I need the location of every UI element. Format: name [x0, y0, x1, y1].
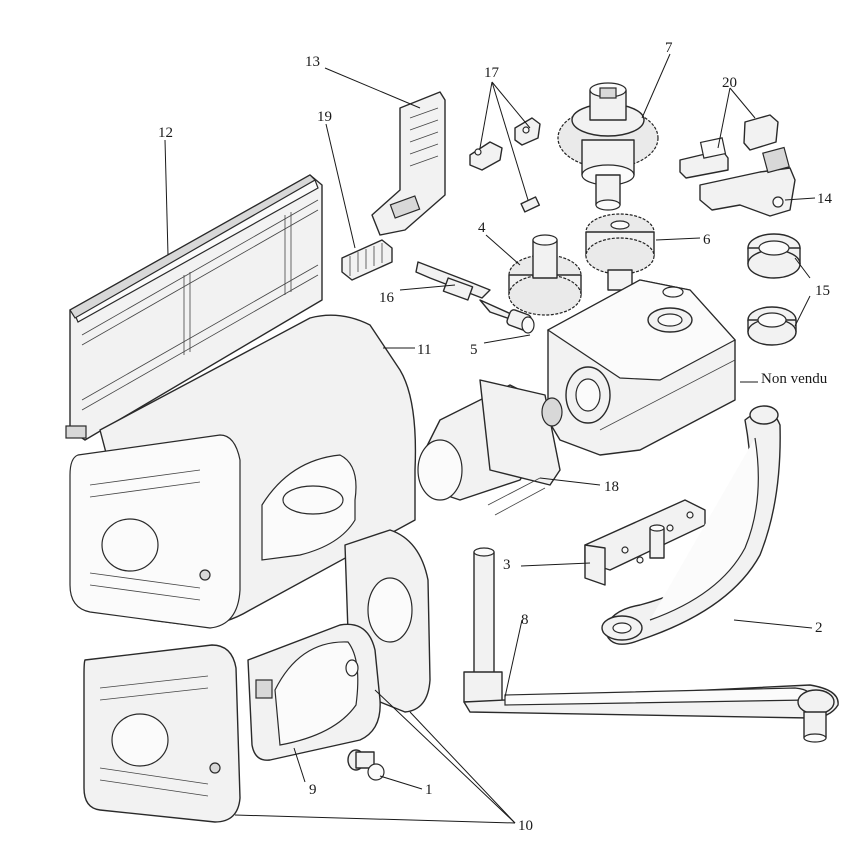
label-13: 13 — [305, 54, 320, 70]
label-14: 14 — [817, 191, 833, 207]
part-20-microswitches — [679, 114, 779, 179]
label-7: 7 — [665, 40, 673, 56]
leader-lines — [164, 53, 816, 824]
part-10-side-covers — [83, 529, 431, 823]
part-15-bushings — [747, 233, 801, 346]
label-non-vendu: Non vendu — [761, 371, 828, 387]
part-19-terminal-block — [341, 239, 393, 281]
gearbox-housing-not-sold — [546, 279, 736, 456]
label-16: 16 — [379, 290, 395, 306]
label-8: 8 — [521, 612, 529, 628]
part-14-switch-bracket — [699, 146, 796, 217]
part-labels: 12 13 19 17 7 20 14 4 6 15 16 5 11 Non v… — [158, 40, 833, 834]
label-6: 6 — [703, 232, 711, 248]
label-20: 20 — [722, 75, 737, 91]
part-4-intermediate-gear — [508, 234, 582, 316]
part-3-mount-plate — [584, 499, 706, 586]
part-13-control-board — [371, 91, 446, 236]
part-5-coupler — [506, 309, 535, 334]
part-9-access-door — [247, 623, 381, 761]
label-12: 12 — [158, 125, 173, 141]
label-18: 18 — [604, 479, 619, 495]
label-10: 10 — [518, 818, 533, 834]
part-18-motor — [417, 379, 563, 516]
part-11-main-cover — [69, 314, 417, 629]
label-19: 19 — [317, 109, 332, 125]
label-9: 9 — [309, 782, 317, 798]
label-15: 15 — [815, 283, 830, 299]
label-5: 5 — [470, 342, 478, 358]
part-12-rail-bracket — [65, 174, 323, 441]
label-17: 17 — [484, 65, 500, 81]
part-7-main-gear — [557, 82, 659, 211]
label-11: 11 — [417, 342, 431, 358]
label-1: 1 — [425, 782, 433, 798]
label-2: 2 — [815, 620, 823, 636]
label-3: 3 — [503, 557, 511, 573]
part-8-straight-arm — [463, 547, 839, 743]
part-1-lock-cylinder — [347, 749, 385, 781]
part-17-limit-switch-parts — [469, 117, 541, 213]
part-2-curved-arm — [601, 405, 781, 645]
part-6-pinion-gear — [585, 213, 655, 291]
label-4: 4 — [478, 220, 486, 236]
